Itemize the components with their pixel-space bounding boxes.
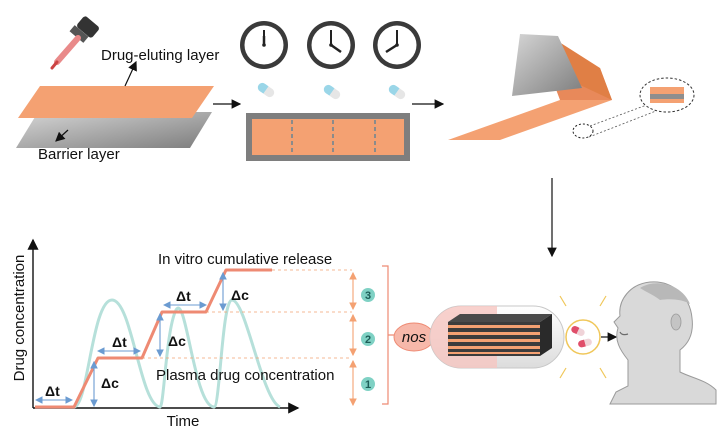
capsule-icon (323, 84, 341, 100)
stage-badge-2: 2 (361, 332, 375, 346)
delta-c-label: Δc (101, 375, 119, 391)
x-axis-label: Time (167, 413, 200, 430)
clock-icon (307, 21, 355, 69)
barrier-layer-pointer (55, 129, 69, 142)
folded-film-sheet (448, 34, 612, 140)
clock-icon (240, 21, 288, 69)
in-vitro-release-label: In vitro cumulative release (158, 251, 332, 268)
stages-bracket (382, 265, 394, 405)
capsule-icon (257, 82, 275, 98)
svg-text:3: 3 (365, 290, 371, 302)
clock-icon (373, 21, 421, 69)
barrier-layer-label: Barrier layer (38, 146, 120, 163)
stage-badge-1: 1 (361, 377, 375, 391)
delta-t-label: Δt (176, 288, 191, 304)
drug-eluting-layer-label: Drug-eluting layer (101, 47, 219, 64)
svg-text:2: 2 (365, 334, 371, 346)
delta-c-label: Δc (168, 333, 186, 349)
nos-label-bubble: nos (393, 322, 435, 352)
y-axis-label: Drug concentration (11, 255, 28, 382)
zoom-line (589, 102, 653, 127)
zoom-origin-circle (572, 123, 594, 139)
plasma-concentration-curve (35, 298, 281, 409)
drug-eluting-layer-sheet (18, 86, 214, 118)
layered-film-roll (448, 314, 552, 356)
layered-film-tray (246, 113, 410, 161)
stage-badge-3: 3 (361, 288, 375, 302)
cross-section-zoom (639, 77, 695, 113)
release-chart: Drug concentration Time In vitro cumulat… (11, 238, 394, 430)
drug-layer-pointer (124, 60, 137, 87)
svg-text:1: 1 (365, 379, 371, 391)
pill-cup-icon (559, 295, 607, 379)
delta-t-label: Δt (112, 334, 127, 350)
delta-c-label: Δc (231, 287, 249, 303)
svg-text:nos: nos (402, 329, 427, 346)
plasma-concentration-label: Plasma drug concentration (156, 367, 334, 384)
delta-t-label: Δt (45, 383, 60, 399)
capsule-cross-section (429, 305, 565, 369)
dropper-icon (50, 16, 99, 70)
human-head-icon (609, 281, 717, 405)
zoom-line (588, 110, 657, 138)
capsule-icon (388, 84, 406, 100)
